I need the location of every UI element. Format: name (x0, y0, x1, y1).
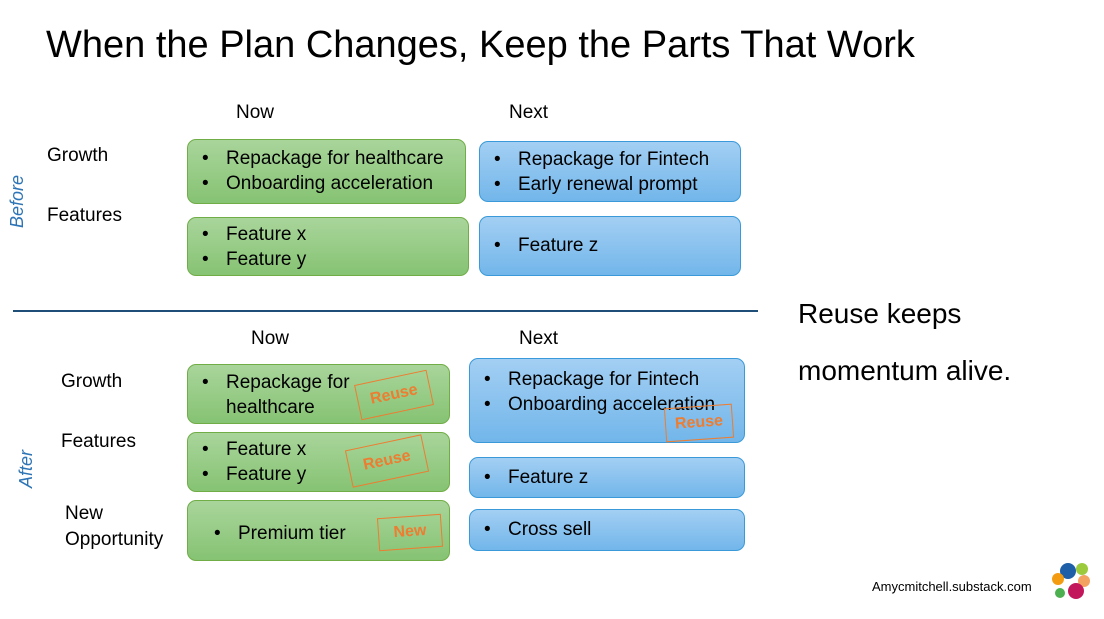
divider (13, 310, 758, 312)
message-line-1: Reuse keeps (798, 298, 962, 329)
before-growth-label: Growth (47, 145, 109, 166)
before-growth-now-box: Repackage for healthcare Onboarding acce… (187, 139, 466, 204)
list-item: Feature x (202, 437, 441, 462)
new-stamp: New (376, 513, 444, 552)
before-next-header: Next (509, 102, 549, 123)
list-item: Repackage for healthcare (202, 370, 441, 420)
before-now-header: Now (236, 102, 275, 123)
list-item: Feature y (202, 247, 460, 272)
after-new-label-1: New (65, 503, 104, 524)
before-growth-next-box: Repackage for Fintech Early renewal prom… (479, 141, 741, 202)
list-item-line: Repackage for (226, 372, 350, 393)
before-features-label: Features (47, 205, 122, 226)
after-now-header: Now (251, 328, 290, 349)
after-label: After (16, 449, 36, 488)
after-next-header: Next (519, 328, 559, 349)
before-features-now-box: Feature x Feature y (187, 217, 469, 276)
after-features-next-box: Feature z (469, 457, 745, 498)
after-growth-label: Growth (61, 371, 123, 392)
hands-logo-icon (1052, 561, 1090, 599)
slide-title: When the Plan Changes, Keep the Parts Th… (46, 24, 915, 66)
list-item: Feature z (484, 465, 736, 490)
list-item: Premium tier (214, 521, 449, 546)
list-item: Cross sell (484, 517, 736, 542)
list-item: Onboarding acceleration (484, 392, 736, 417)
list-item: Onboarding acceleration (202, 171, 457, 196)
message-line-2: momentum alive. (798, 355, 1012, 386)
after-growth-next-box: Repackage for Fintech Onboarding acceler… (469, 358, 745, 443)
before-label: Before (7, 174, 27, 228)
list-item: Early renewal prompt (494, 172, 732, 197)
before-features-next-box: Feature z (479, 216, 741, 276)
after-features-label: Features (61, 431, 136, 452)
list-item-line: healthcare (226, 397, 315, 418)
after-new-next-box: Cross sell (469, 509, 745, 551)
after-new-label-2: Opportunity (65, 529, 164, 550)
list-item: Repackage for Fintech (484, 367, 736, 392)
list-item: Repackage for healthcare (202, 146, 457, 171)
after-features-now-box: Feature x Feature y Reuse (187, 432, 450, 492)
footer-url: Amycmitchell.substack.com (872, 579, 1032, 594)
list-item: Repackage for Fintech (494, 147, 732, 172)
reuse-stamp: Reuse (663, 403, 735, 443)
list-item: Feature y (202, 462, 441, 487)
list-item: Feature z (494, 233, 732, 258)
list-item: Feature x (202, 222, 460, 247)
after-new-now-box: Premium tier New (187, 500, 450, 561)
